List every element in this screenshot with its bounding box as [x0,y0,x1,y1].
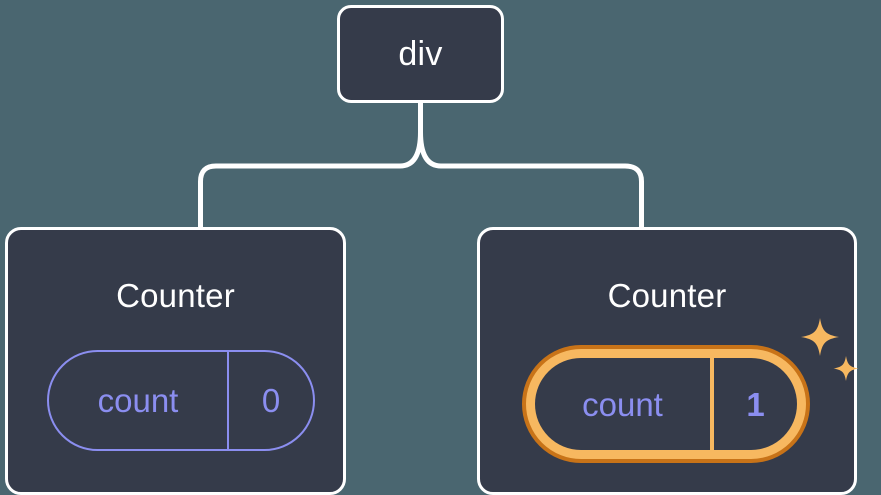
state-key-label: count [582,385,663,423]
state-pill-count-left[interactable]: count 0 [47,350,315,451]
node-counter-left-title: Counter [116,277,235,314]
sparkle-small-icon [833,356,859,381]
state-value-label: 0 [227,352,313,449]
state-key-label: count [97,382,179,419]
node-counter-left[interactable]: Counter count 0 [5,227,346,495]
connector-path-left [198,100,423,231]
node-counter-right-title: Counter [607,277,727,314]
connector-path-right [418,129,644,231]
state-value-label: 1 [710,358,797,450]
state-pill-count-right-highlighted[interactable]: count 1 [522,345,810,463]
sparkle-large-icon [801,318,839,356]
state-pill-inner: count 1 [535,358,797,450]
sparkle-group [801,318,859,381]
node-counter-right[interactable]: Counter count 1 [477,227,859,495]
node-div[interactable]: div [337,5,504,103]
node-div-label: div [398,35,443,73]
